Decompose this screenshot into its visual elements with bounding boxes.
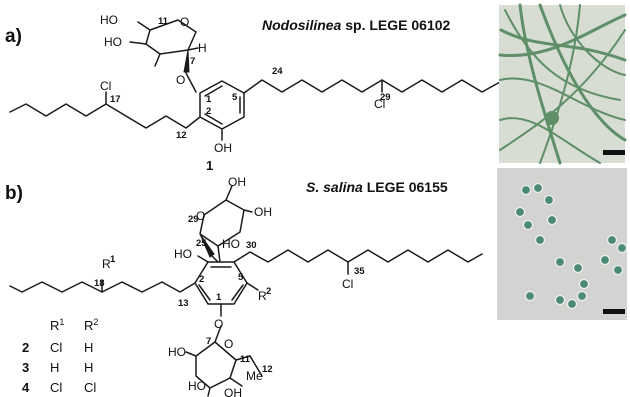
micrograph-a: [498, 3, 627, 165]
cyanobacterial-cell: [534, 234, 546, 246]
cyanobacterial-cell: [520, 184, 532, 196]
filament: [539, 4, 581, 164]
table-row-compound: 2: [22, 340, 29, 355]
svg-text:1: 1: [216, 292, 222, 303]
svg-text:1: 1: [110, 254, 116, 265]
compound-1-number: 1: [206, 158, 213, 173]
svg-text:5: 5: [232, 92, 238, 103]
cyanobacterial-cell: [554, 294, 566, 306]
cyanobacterial-cell: [522, 219, 534, 231]
svg-text:29: 29: [188, 214, 199, 225]
cyanobacterial-cell: [554, 256, 566, 268]
table-row-compound: 4: [22, 380, 30, 395]
svg-text:7: 7: [190, 56, 195, 67]
panel-a-species: Nodosilinea sp. LEGE 06102: [262, 17, 451, 33]
cyanobacterial-cell: [612, 264, 624, 276]
filament: [518, 3, 562, 165]
svg-text:HO: HO: [100, 13, 118, 27]
svg-text:29: 29: [380, 92, 391, 103]
svg-text:Cl: Cl: [374, 97, 385, 111]
cyanobacterial-cell: [524, 290, 536, 302]
table-row-r2: H: [84, 340, 93, 355]
compounds-2-4-labels: OH OH O HO HO R 1 R 2 Cl O O HO HO OH Me…: [94, 175, 365, 397]
cyanobacterial-cell: [616, 242, 628, 254]
svg-text:11: 11: [240, 354, 251, 365]
scale-bar-b: [603, 309, 625, 314]
filament: [499, 77, 626, 121]
svg-text:OH: OH: [224, 386, 242, 397]
cyanobacterial-cell: [572, 262, 584, 274]
svg-text:O: O: [176, 73, 185, 87]
filament: [538, 3, 627, 142]
svg-text:OH: OH: [228, 175, 246, 189]
filament: [499, 29, 626, 151]
svg-text:HO: HO: [104, 35, 122, 49]
svg-text:OH: OH: [214, 141, 232, 155]
filament: [559, 4, 626, 76]
filament: [498, 13, 627, 58]
cell-blob: [545, 111, 559, 125]
svg-text:Cl: Cl: [100, 79, 111, 93]
panel-b-species: S. salina LEGE 06155: [306, 179, 448, 195]
svg-text:12: 12: [262, 364, 273, 375]
compounds-2-4-structure: [9, 185, 483, 397]
cyanobacterial-cell: [514, 206, 526, 218]
svg-text:35: 35: [354, 266, 365, 277]
filament: [499, 117, 601, 164]
svg-text:R: R: [102, 257, 111, 271]
svg-text:O: O: [214, 317, 223, 331]
table-row-r1: H: [50, 360, 59, 375]
svg-text:18: 18: [94, 278, 105, 289]
svg-text:Me: Me: [246, 369, 263, 383]
svg-text:HO: HO: [222, 237, 240, 251]
svg-text:17: 17: [110, 94, 121, 105]
cyanobacterial-cell: [566, 298, 578, 310]
table-row-r1: Cl: [50, 380, 62, 395]
cyanobacterial-cell: [599, 254, 611, 266]
svg-text:O: O: [224, 337, 233, 351]
cyanobacterial-cell: [543, 194, 555, 206]
compound-1-labels: O HO HO H O OH Cl Cl 11 7 1 5 24 29 17 1…: [100, 13, 391, 173]
svg-text:O: O: [180, 15, 189, 29]
svg-text:5: 5: [238, 272, 244, 283]
svg-text:Cl: Cl: [342, 277, 353, 291]
table-header-r1: R1: [50, 317, 64, 333]
table-row-r1: Cl: [50, 340, 62, 355]
table-header-r2: R2: [84, 317, 98, 333]
svg-text:HO: HO: [188, 379, 206, 393]
cyanobacterial-cell: [532, 182, 544, 194]
cyanobacterial-cell: [546, 214, 558, 226]
svg-text:25: 25: [196, 238, 207, 249]
cyanobacterial-cell: [606, 234, 618, 246]
svg-text:11: 11: [158, 16, 169, 27]
svg-text:7: 7: [206, 336, 211, 347]
panel-b-label: b): [5, 183, 23, 204]
cyanobacterial-cell: [576, 290, 588, 302]
svg-text:2: 2: [199, 274, 204, 285]
panel-a-label: a): [5, 26, 22, 47]
svg-text:R: R: [258, 289, 267, 303]
svg-text:HO: HO: [174, 247, 192, 261]
scale-bar-a: [603, 150, 625, 155]
svg-text:HO: HO: [168, 345, 186, 359]
svg-text:2: 2: [206, 106, 211, 117]
svg-text:2: 2: [266, 286, 271, 297]
table-row-r2: H: [84, 360, 93, 375]
svg-text:1: 1: [206, 94, 212, 105]
compound-1-structure: [9, 19, 501, 141]
svg-text:H: H: [198, 41, 207, 55]
svg-text:30: 30: [246, 240, 257, 251]
micrograph-b: [497, 168, 628, 320]
table-row-r2: Cl: [84, 380, 96, 395]
svg-text:O: O: [196, 209, 205, 223]
cyanobacterial-cell: [578, 278, 590, 290]
svg-text:12: 12: [176, 130, 187, 141]
svg-text:OH: OH: [254, 205, 272, 219]
svg-text:24: 24: [272, 66, 283, 77]
substituent-table: R1 R2 2 Cl H 3 H H 4 Cl Cl: [22, 317, 98, 395]
filament: [504, 9, 621, 101]
table-row-compound: 3: [22, 360, 29, 375]
svg-text:13: 13: [178, 298, 189, 309]
